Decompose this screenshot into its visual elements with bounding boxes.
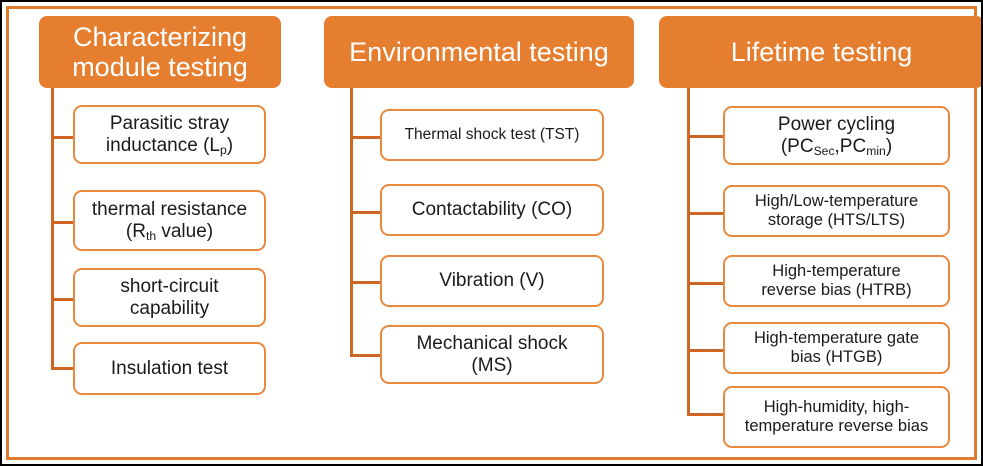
branch-line-insulation-test: [51, 367, 75, 370]
node-label-short-circuit-capability: short-circuit capability: [120, 275, 219, 319]
diagram-inner-frame: Characterizing module testing Parasitic …: [6, 6, 981, 460]
node-label-thermal-resistance: thermal resistance (Rth value): [91, 198, 248, 243]
node-thermal-resistance[interactable]: thermal resistance (Rth value): [73, 190, 266, 251]
node-mechanical-shock[interactable]: Mechanical shock (MS): [380, 325, 604, 384]
node-high-temperature-reverse-bias[interactable]: High-temperature reverse bias (HTRB): [723, 255, 950, 307]
subscript-rth: th: [145, 228, 157, 243]
node-label-power-cycling: Power cycling (PCSec,PCmin): [777, 113, 896, 158]
node-parasitic-stray-inductance[interactable]: Parasitic stray inductance (Lp): [73, 105, 266, 164]
header-characterizing-module-testing: Characterizing module testing: [39, 16, 281, 88]
node-vibration[interactable]: Vibration (V): [380, 255, 604, 307]
node-label-contactability: Contactability (CO): [411, 199, 573, 221]
node-thermal-shock-test[interactable]: Thermal shock test (TST): [380, 109, 604, 161]
node-label-mechanical-shock: Mechanical shock (MS): [416, 332, 568, 376]
node-high-humidity-high-temperature-reverse-bias[interactable]: High-humidity, high- temperature reverse…: [723, 386, 950, 448]
subscript-lp: p: [219, 142, 227, 157]
branch-line-high-temperature-gate-bias: [687, 349, 725, 352]
branch-line-high-temperature-reverse-bias: [687, 282, 725, 285]
branch-line-contactability: [350, 211, 382, 214]
node-label-high-humidity-high-temperature-reverse-bias: High-humidity, high- temperature reverse…: [744, 398, 929, 435]
branch-line-high-humidity-high-temperature-reverse-bias: [687, 413, 725, 416]
header-lifetime-testing: Lifetime testing: [659, 16, 981, 88]
node-label-high-temperature-reverse-bias: High-temperature reverse bias (HTRB): [761, 262, 912, 299]
node-label-high-low-temperature-storage: High/Low-temperature storage (HTS/LTS): [754, 192, 919, 229]
node-insulation-test[interactable]: Insulation test: [73, 342, 266, 395]
trunk-line-column-1: [51, 88, 54, 370]
branch-line-high-low-temperature-storage: [687, 212, 725, 215]
node-power-cycling[interactable]: Power cycling (PCSec,PCmin): [723, 106, 950, 165]
branch-line-mechanical-shock: [350, 354, 382, 357]
branch-line-power-cycling: [687, 135, 725, 138]
node-label-thermal-shock-test: Thermal shock test (TST): [404, 126, 580, 144]
trunk-line-column-2: [350, 88, 353, 356]
subscript-sec: Sec: [813, 143, 835, 158]
node-contactability[interactable]: Contactability (CO): [380, 184, 604, 236]
node-short-circuit-capability[interactable]: short-circuit capability: [73, 268, 266, 327]
subscript-min: min: [866, 143, 886, 158]
node-high-temperature-gate-bias[interactable]: High-temperature gate bias (HTGB): [723, 322, 950, 374]
node-label-insulation-test: Insulation test: [110, 357, 229, 379]
branch-line-thermal-shock-test: [350, 136, 382, 139]
branch-line-vibration: [350, 281, 382, 284]
node-label-vibration: Vibration (V): [439, 270, 545, 292]
node-high-low-temperature-storage[interactable]: High/Low-temperature storage (HTS/LTS): [723, 185, 950, 237]
header-environmental-testing: Environmental testing: [324, 16, 634, 88]
node-label-high-temperature-gate-bias: High-temperature gate bias (HTGB): [753, 329, 920, 366]
branch-line-thermal-resistance: [51, 221, 75, 224]
node-label-parasitic-stray-inductance: Parasitic stray inductance (Lp): [105, 112, 234, 157]
trunk-line-column-3: [687, 88, 690, 416]
branch-line-short-circuit-capability: [51, 298, 75, 301]
branch-line-parasitic-stray-inductance: [51, 136, 75, 139]
